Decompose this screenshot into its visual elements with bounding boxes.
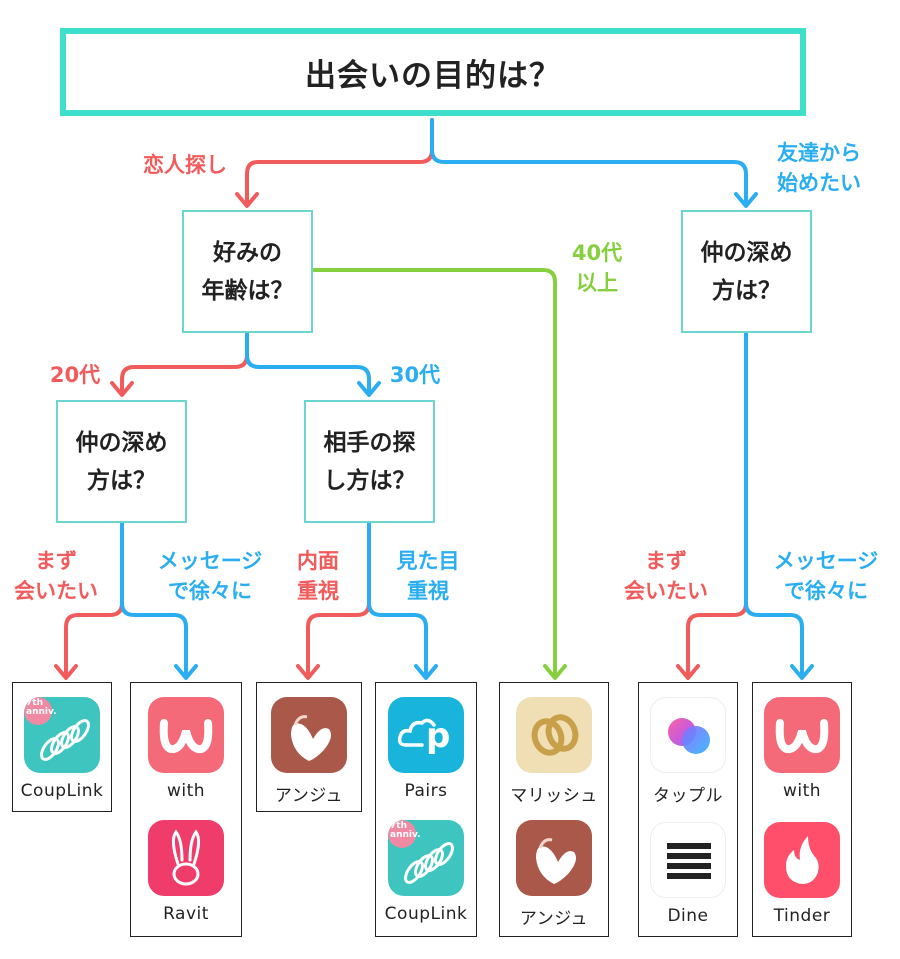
- arrowhead-30: [357, 381, 381, 397]
- question-depth-20s-box: 仲の深め 方は？: [56, 400, 187, 523]
- cloud-p-icon: p: [388, 697, 464, 773]
- w-letter-icon: [764, 697, 840, 773]
- app-name: Pairs: [404, 781, 448, 801]
- flame-icon: [764, 822, 840, 898]
- arrowhead-friends: [734, 192, 758, 208]
- label-age-20: 20代: [49, 363, 101, 387]
- connector-friends-msg: [744, 331, 804, 678]
- label-meet-friends: まず 会いたい: [624, 549, 708, 603]
- app-ravit[interactable]: Ravit: [133, 820, 239, 924]
- label-meet-20s: まず 会いたい: [14, 549, 98, 603]
- anniv-badge: 7th anniv.: [26, 698, 57, 717]
- horizontal-bars-icon: [650, 822, 726, 898]
- app-name: CoupLink: [384, 904, 468, 924]
- label-friends: 友達から 始めたい: [777, 141, 861, 195]
- label-age-40: 40代 以上: [571, 241, 623, 295]
- app-name: マリッシュ: [510, 786, 598, 806]
- rabbit-icon: [148, 820, 224, 896]
- app-name: タップル: [653, 786, 723, 806]
- arrowhead-lover: [235, 192, 259, 208]
- app-couplink-2[interactable]: 7th anniv. CoupLink: [373, 820, 479, 924]
- app-name: with: [166, 781, 206, 801]
- app-name: Tinder: [773, 906, 831, 926]
- coil-spring-icon: 7th anniv.: [388, 820, 464, 896]
- label-looks: 見た目 重視: [396, 549, 460, 603]
- connector-root-friends: [430, 118, 748, 206]
- app-dine[interactable]: Dine: [635, 822, 741, 926]
- label-inner: 内面 重視: [297, 549, 339, 603]
- app-with-1[interactable]: with: [133, 697, 239, 801]
- app-name: CoupLink: [20, 781, 104, 801]
- app-name: Dine: [667, 906, 709, 926]
- coil-spring-icon: 7th anniv.: [24, 697, 100, 773]
- app-name: Ravit: [163, 904, 209, 924]
- arrowhead-40: [543, 664, 567, 680]
- w-letter-icon: [148, 697, 224, 773]
- gradient-circles-icon: [650, 697, 726, 773]
- connector-age-40: [311, 268, 557, 678]
- question-search-30s-text: 相手の探 し方は？: [323, 429, 416, 494]
- root-question-text: 出会いの目的は？: [305, 57, 561, 94]
- app-name: アンジュ: [519, 909, 589, 929]
- double-ring-icon: [516, 697, 592, 773]
- question-age-box: 好みの 年齢は？: [182, 210, 313, 333]
- app-name: with: [782, 781, 822, 801]
- question-depth-friends-box: 仲の深め 方は？: [681, 210, 812, 333]
- app-anju-2[interactable]: アンジュ: [501, 820, 607, 929]
- connector-friends-meet: [686, 331, 748, 678]
- connector-root-lover: [245, 118, 434, 206]
- label-lover: 恋人探し: [143, 153, 227, 177]
- arrowhead-30s-looks: [414, 664, 438, 680]
- arrowhead-20s-msg: [174, 664, 198, 680]
- app-anju-1[interactable]: アンジュ: [256, 697, 362, 806]
- arrowhead-friends-meet: [676, 664, 700, 680]
- heart-feather-icon: [516, 820, 592, 896]
- label-msg-friends: メッセージ で徐々に: [773, 549, 879, 603]
- heart-feather-icon: [271, 697, 347, 773]
- connector-age-20: [120, 331, 249, 395]
- app-name: アンジュ: [274, 786, 344, 806]
- label-msg-20s: メッセージ で徐々に: [157, 549, 263, 603]
- label-age-30: 30代: [389, 363, 441, 387]
- connector-30s-looks: [367, 521, 428, 678]
- app-tapple[interactable]: タップル: [635, 697, 741, 806]
- question-age-text: 好みの 年齢は？: [201, 239, 294, 304]
- connector-age-30: [245, 331, 371, 395]
- arrowhead-friends-msg: [790, 664, 814, 680]
- question-depth-20s-text: 仲の深め 方は？: [75, 429, 168, 494]
- question-depth-friends-text: 仲の深め 方は？: [700, 239, 793, 304]
- app-marrish[interactable]: マリッシュ: [501, 697, 607, 806]
- app-tinder[interactable]: Tinder: [749, 822, 855, 926]
- root-question-box: 出会いの目的は？: [60, 28, 806, 116]
- app-pairs[interactable]: p Pairs: [373, 697, 479, 801]
- question-search-30s-box: 相手の探 し方は？: [304, 400, 435, 523]
- app-couplink-1[interactable]: 7th anniv. CoupLink: [9, 697, 115, 801]
- connector-20s-msg: [120, 521, 188, 678]
- anniv-badge: 7th anniv.: [390, 821, 421, 840]
- pairs-letter: p: [426, 716, 451, 756]
- app-with-2[interactable]: with: [749, 697, 855, 801]
- arrowhead-20: [110, 381, 134, 397]
- arrowhead-20s-meet: [54, 664, 78, 680]
- arrowhead-30s-inner: [296, 664, 320, 680]
